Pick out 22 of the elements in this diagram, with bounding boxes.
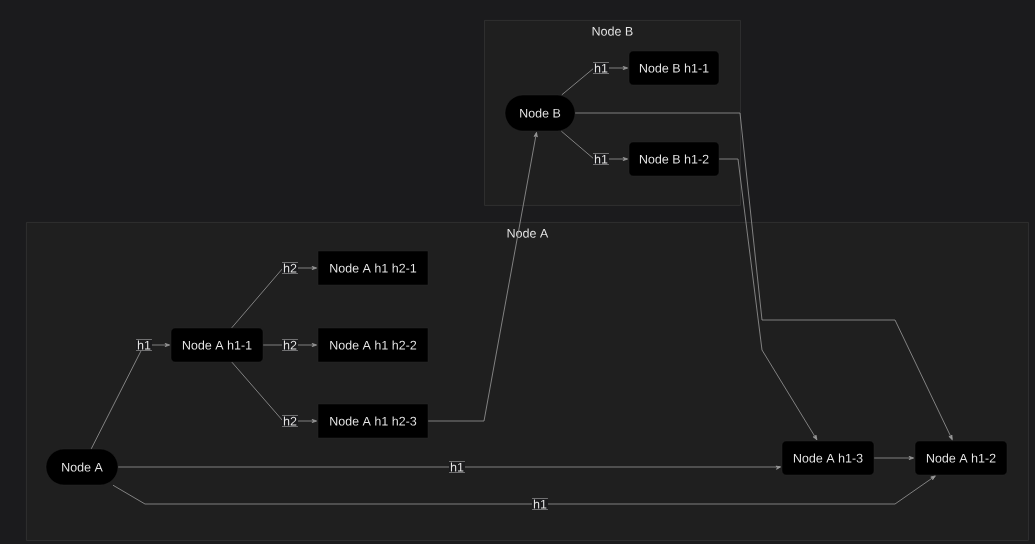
arrow — [560, 130, 628, 161]
arrow — [231, 266, 317, 329]
arrow — [718, 158, 818, 441]
process-box: Node B h1-2 — [628, 141, 720, 177]
arrow — [427, 131, 538, 422]
process-box: Node A h1-3 — [781, 440, 875, 476]
arrow — [112, 475, 936, 505]
process-box: Node A h1-2 — [914, 440, 1008, 476]
arrow — [231, 361, 317, 423]
process-box: Node A h1 h2-1 — [317, 250, 429, 286]
arrow — [262, 343, 317, 347]
process-box: Node B h1-1 — [628, 50, 720, 86]
process-box: Node A h1 h2-2 — [317, 327, 429, 363]
arrow — [574, 112, 953, 441]
pill-node: Node B — [504, 94, 576, 132]
process-box: Node A h1-1 — [170, 327, 264, 363]
arrow — [561, 66, 628, 96]
arrow — [90, 343, 170, 450]
pill-node: Node A — [45, 448, 119, 486]
process-box: Node A h1 h2-3 — [317, 403, 429, 439]
arrow — [117, 465, 782, 470]
arrow — [873, 456, 914, 460]
